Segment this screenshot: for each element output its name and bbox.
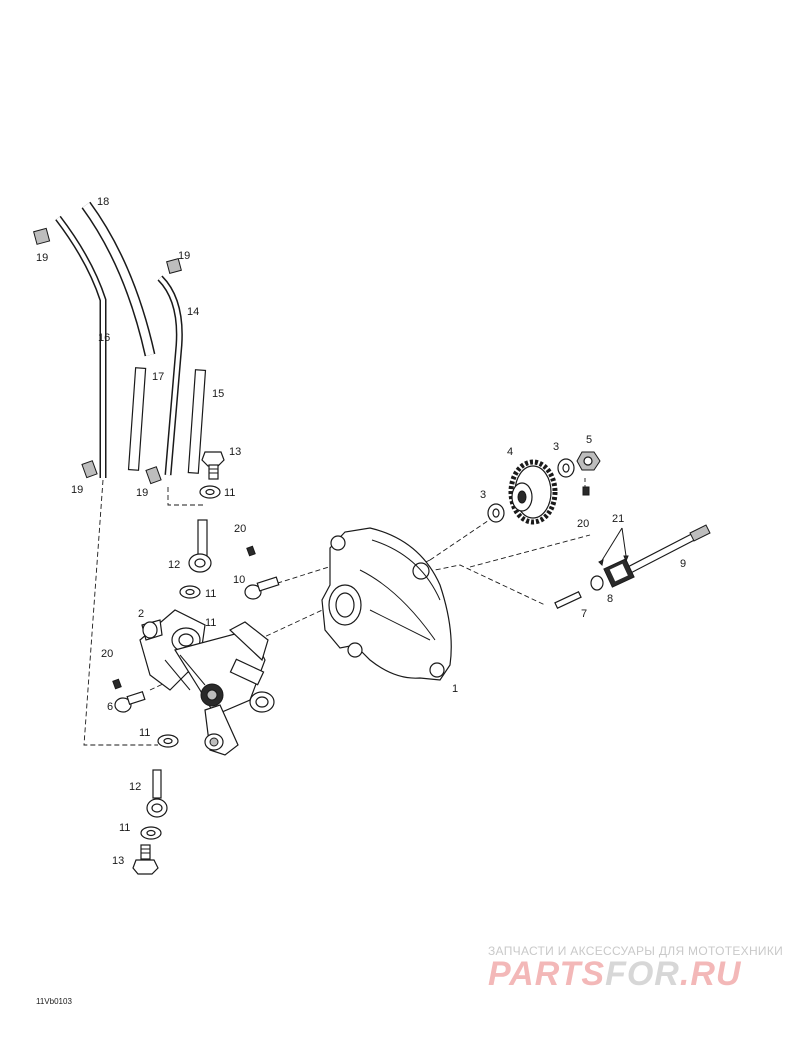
callout-9: 9	[680, 558, 686, 570]
callout-12-lower: 12	[129, 781, 141, 793]
washer-8	[590, 575, 604, 591]
shaft-9	[617, 524, 711, 579]
callout-7: 7	[581, 608, 587, 620]
washer-3-left	[487, 503, 505, 523]
callout-4: 4	[507, 446, 513, 458]
watermark-logo-end: .RU	[679, 955, 742, 993]
callout-6: 6	[107, 701, 113, 713]
banjo-bolt-13-lower	[132, 844, 159, 875]
callout-1: 1	[452, 683, 458, 695]
pin-21	[598, 527, 629, 567]
screw-6	[114, 690, 146, 713]
clip-19-bottom-left	[81, 460, 98, 479]
banjo-fitting-12-lower	[146, 769, 168, 818]
callout-15: 15	[212, 388, 224, 400]
washer-11-a	[199, 485, 221, 499]
callout-20-b: 20	[101, 648, 113, 660]
callout-labels: 1 2 3 3 4 5 6 7 8 9 10 11 11 11 11 11 12…	[36, 196, 686, 867]
watermark-logo-main: PARTS	[488, 955, 606, 993]
callout-19-c: 19	[71, 484, 83, 496]
oil-pump-assembly-2	[139, 609, 275, 756]
lock-20-a	[246, 545, 256, 557]
sleeve-17	[127, 367, 147, 471]
clip-19-top-right	[166, 258, 182, 274]
callout-3-left: 3	[480, 489, 486, 501]
callout-19-d: 19	[136, 487, 148, 499]
sleeve-15	[187, 369, 207, 474]
callout-18: 18	[97, 196, 109, 208]
drive-gear-4	[508, 459, 558, 525]
clip-19-bottom-mid	[145, 466, 162, 485]
callout-21: 21	[612, 513, 624, 525]
callout-11-d: 11	[139, 727, 150, 739]
watermark-tagline: ЗАПЧАСТИ И АКСЕССУАРЫ ДЛЯ МОТОТЕХНИКИ	[488, 944, 784, 958]
washer-3-right	[557, 458, 575, 478]
callout-12-upper: 12	[168, 559, 180, 571]
watermark-logo-mid: FOR	[605, 955, 680, 993]
nut-5	[576, 451, 601, 471]
callout-11-c: 11	[205, 617, 216, 629]
callout-11-b: 11	[205, 588, 216, 600]
gear-8	[603, 558, 635, 588]
callout-20-a: 20	[234, 523, 246, 535]
banjo-fitting-12-upper	[188, 519, 212, 573]
oil-line-16	[55, 215, 107, 478]
callout-3-right: 3	[553, 441, 559, 453]
callout-17: 17	[152, 371, 164, 383]
banjo-bolt-13-upper	[201, 451, 225, 480]
pump-cover-1	[321, 527, 452, 681]
callout-11-a: 11	[224, 487, 235, 499]
callout-13-upper: 13	[229, 446, 241, 458]
clip-19-top-left	[33, 227, 51, 245]
callout-14: 14	[187, 306, 199, 318]
callout-16: 16	[98, 332, 110, 344]
callout-5: 5	[586, 434, 592, 446]
callout-2: 2	[138, 608, 144, 620]
callout-11-e: 11	[119, 822, 130, 834]
callout-8: 8	[607, 593, 613, 605]
callout-20-c: 20	[577, 518, 589, 530]
callout-19-a: 19	[36, 252, 48, 264]
washer-11-c	[157, 734, 179, 748]
oil-line-18	[81, 201, 156, 357]
drawing-code: 11Vb0103	[36, 997, 72, 1006]
callout-19-b: 19	[178, 250, 190, 262]
watermark-logo: PARTSFOR.RU	[488, 955, 741, 994]
lock-20-b	[112, 678, 122, 690]
washer-11-b	[179, 585, 201, 599]
callout-13-lower: 13	[112, 855, 124, 867]
callout-10: 10	[233, 574, 245, 586]
pin-7	[554, 590, 582, 610]
washer-11-d	[140, 826, 162, 840]
lock-20-c	[582, 486, 590, 496]
screw-10	[244, 576, 280, 600]
oil-line-14	[157, 275, 183, 476]
